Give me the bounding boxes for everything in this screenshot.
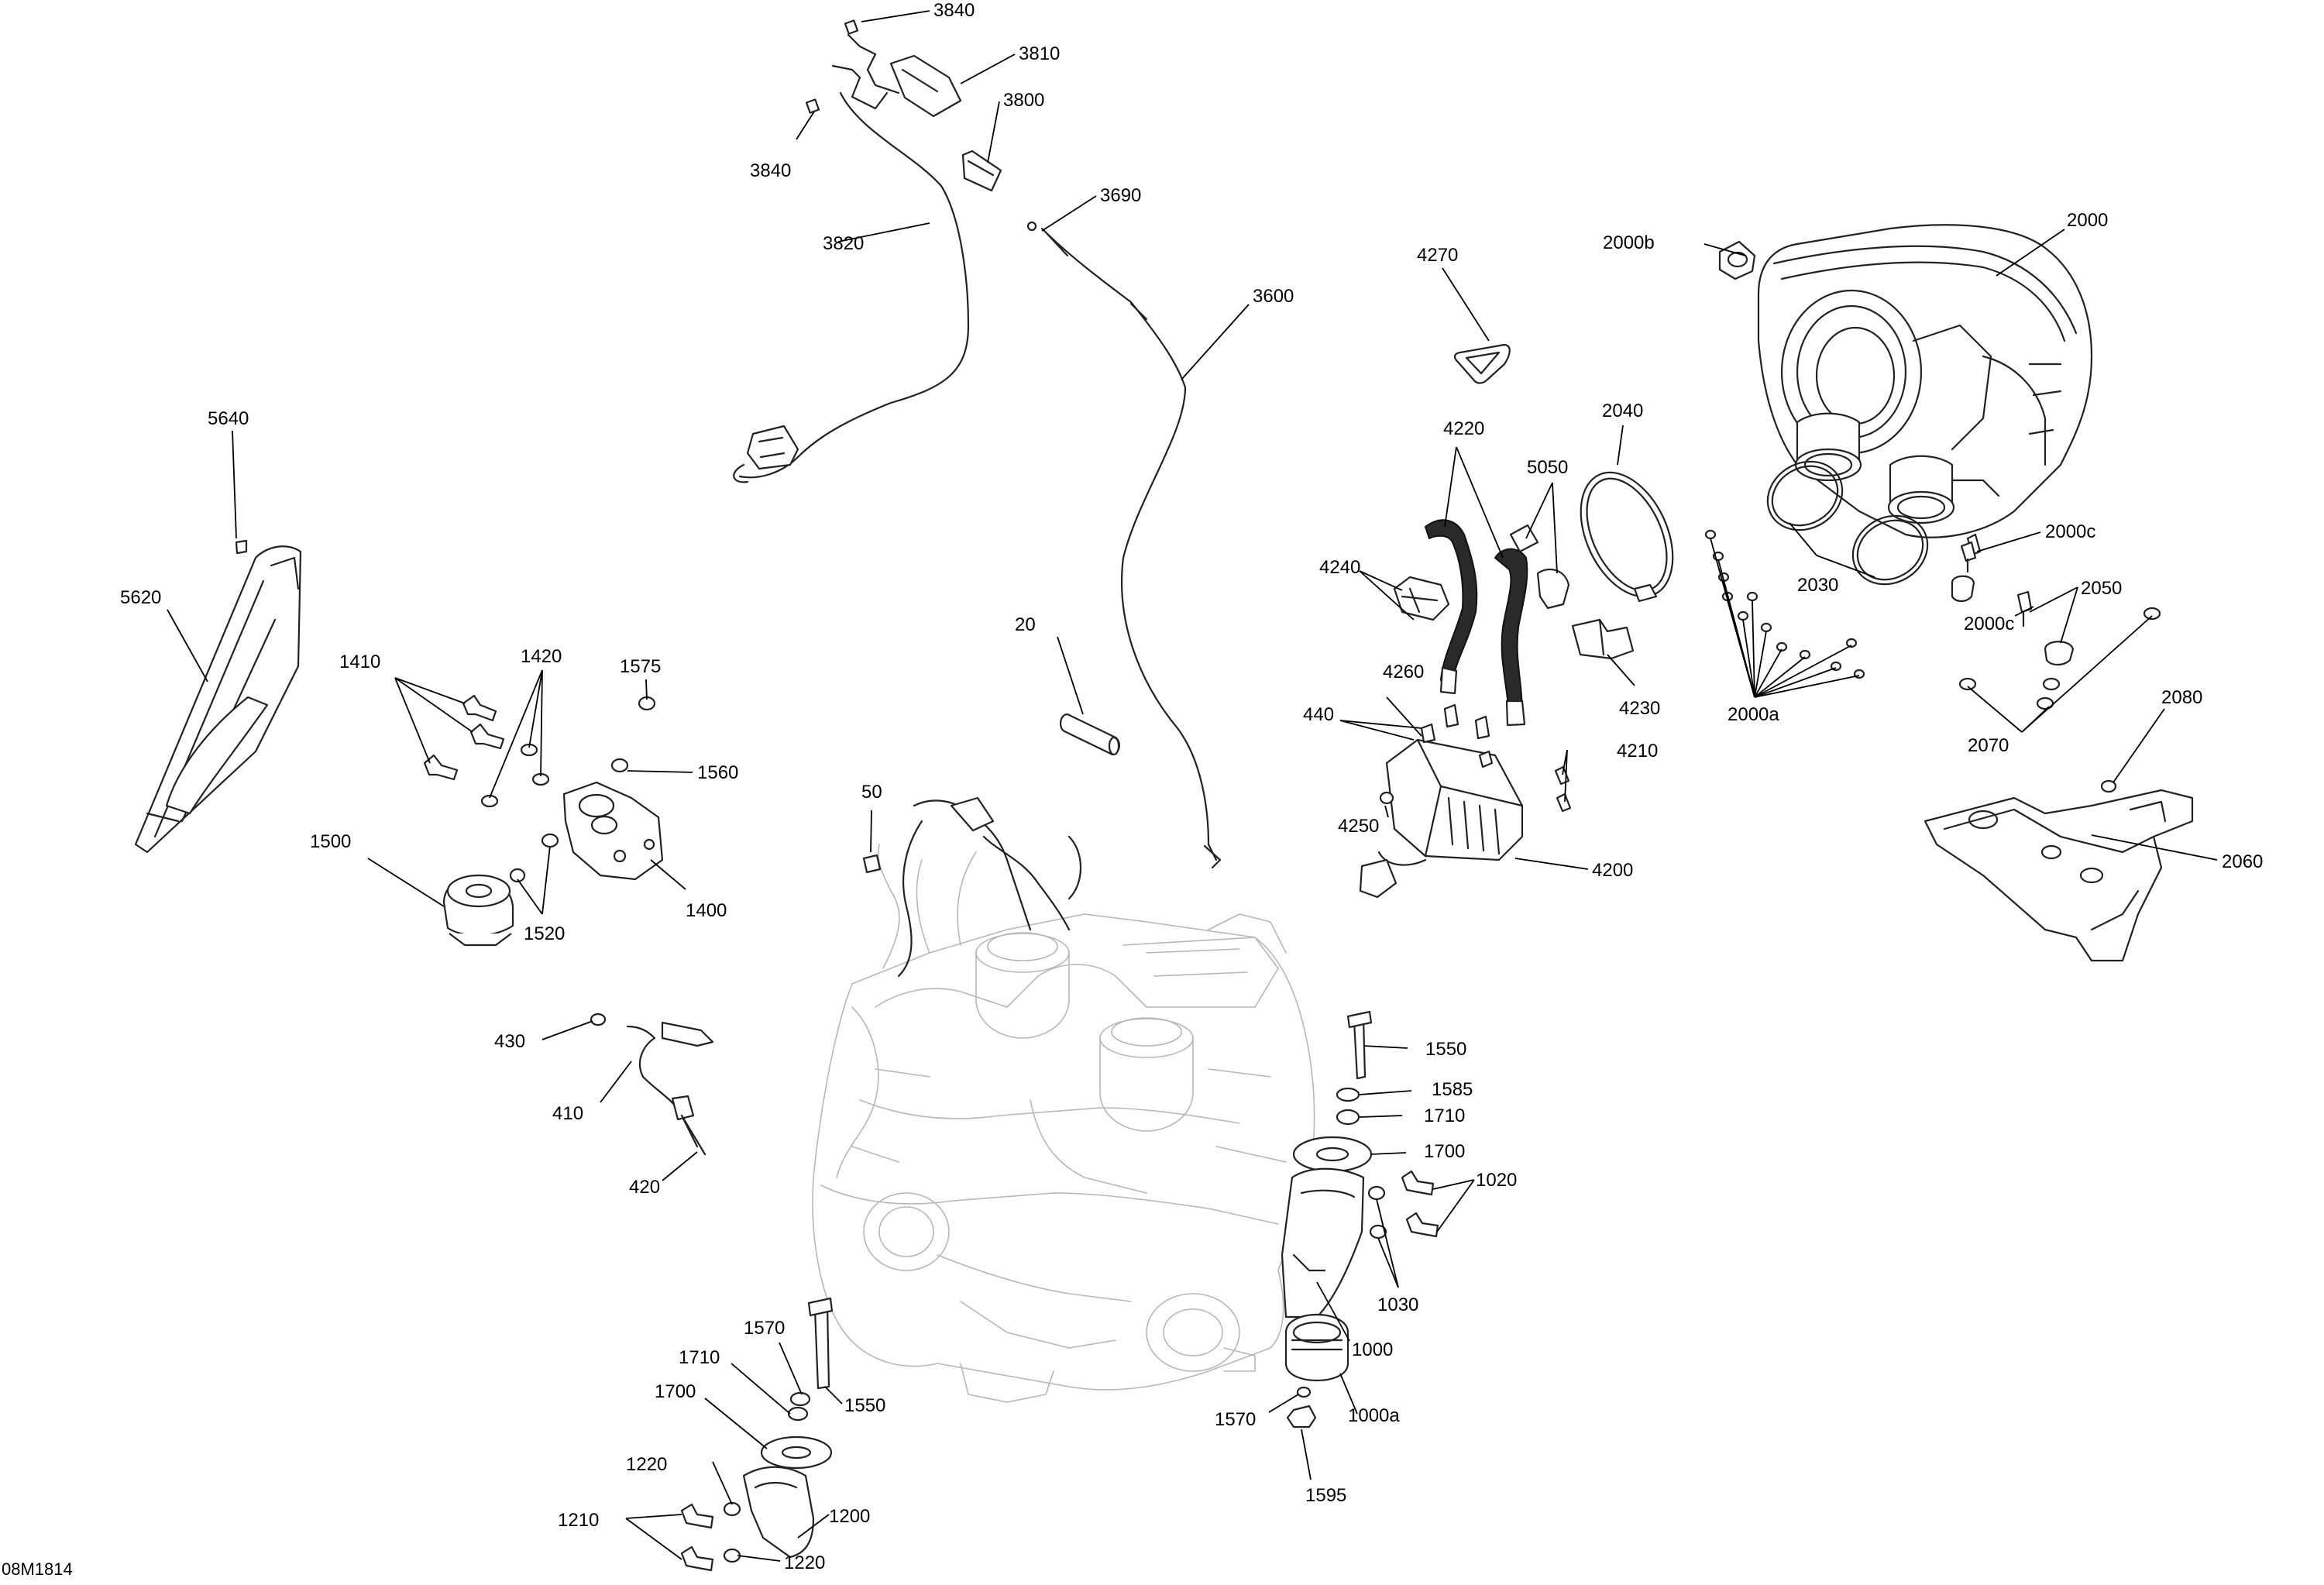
callout-1570-right: 1570: [1215, 1409, 1256, 1430]
part-mounting-bracket: [1923, 779, 2194, 962]
part-airbox: [1718, 224, 2093, 556]
callout-1700-left: 1700: [655, 1381, 696, 1402]
callout-1420: 1420: [521, 646, 562, 667]
callout-4240: 4240: [1319, 557, 1360, 578]
callout-1220-upper: 1220: [626, 1454, 667, 1475]
callout-2070: 2070: [1968, 735, 2009, 756]
callout-3810: 3810: [1019, 43, 1060, 64]
part-sleeve: [1060, 713, 1120, 756]
callout-4270: 4270: [1417, 245, 1458, 266]
callout-1570-left: 1570: [744, 1318, 785, 1339]
part-engine-mount-right: [1281, 1010, 1439, 1429]
part-ignition-leads: [1393, 519, 1570, 727]
callout-3800: 3800: [1003, 90, 1044, 111]
callout-440: 440: [1303, 704, 1334, 725]
callout-1000a: 1000a: [1348, 1405, 1400, 1426]
callout-20: 20: [1015, 614, 1036, 635]
part-fastener-set: [1704, 529, 1865, 679]
part-harness-top: [733, 19, 1002, 483]
callout-4210: 4210: [1617, 741, 1658, 762]
callout-1560: 1560: [697, 762, 738, 783]
callout-1520: 1520: [524, 923, 565, 944]
callout-420: 420: [629, 1177, 660, 1198]
callout-3820: 3820: [823, 233, 864, 254]
callout-4200: 4200: [1592, 860, 1633, 881]
document-code: 08M1814: [2, 1559, 73, 1579]
callout-1200: 1200: [829, 1506, 870, 1527]
callout-1210: 1210: [558, 1510, 599, 1531]
part-sensors-grommets: [1951, 541, 2161, 710]
callout-1585: 1585: [1432, 1079, 1473, 1100]
callout-1030: 1030: [1377, 1294, 1418, 1315]
part-ignition-coil: [1359, 703, 1572, 899]
part-engine-mount-left: [423, 694, 664, 947]
callout-1575: 1575: [620, 656, 661, 677]
callout-4260: 4260: [1383, 662, 1424, 682]
callout-1595: 1595: [1305, 1485, 1346, 1506]
part-hose-clamps: [1766, 460, 1929, 586]
callout-5620: 5620: [120, 587, 161, 608]
part-throttle-cable: [1026, 221, 1222, 869]
part-triangle-clip: [1453, 343, 1511, 384]
callout-3840-lower: 3840: [750, 160, 791, 181]
callout-1220-lower: 1220: [784, 1552, 825, 1573]
part-engine-mount-bottom: [680, 1297, 834, 1572]
callout-3840-top: 3840: [933, 0, 975, 21]
leader-lines: [167, 10, 2218, 1562]
callout-2080: 2080: [2161, 687, 2202, 708]
part-clip-plate: [1571, 618, 1635, 660]
callout-2060: 2060: [2222, 851, 2263, 872]
callout-1400: 1400: [686, 900, 727, 921]
callout-4220: 4220: [1443, 418, 1484, 439]
callout-1550-left: 1550: [844, 1395, 885, 1416]
callout-2000: 2000: [2067, 210, 2108, 231]
callout-1500: 1500: [310, 831, 351, 852]
engine-assembly: [812, 844, 1315, 1403]
callout-2000c-upper: 2000c: [2045, 521, 2095, 542]
callout-1410: 1410: [339, 652, 380, 672]
callout-2000c-lower: 2000c: [1964, 614, 2014, 634]
callout-2050: 2050: [2081, 578, 2122, 599]
callout-430: 430: [494, 1031, 525, 1052]
callout-1700-right: 1700: [1424, 1141, 1465, 1162]
callout-5050: 5050: [1527, 457, 1568, 478]
callout-4230: 4230: [1619, 698, 1660, 719]
callout-1550-right: 1550: [1425, 1039, 1466, 1060]
part-clamp: [1580, 471, 1674, 603]
part-guard: [134, 539, 302, 854]
callout-50: 50: [861, 782, 882, 803]
callout-3600: 3600: [1253, 286, 1294, 307]
callout-3690: 3690: [1100, 185, 1141, 206]
callout-2000a: 2000a: [1728, 704, 1779, 725]
callout-410: 410: [552, 1103, 583, 1124]
callout-1710-right: 1710: [1424, 1105, 1465, 1126]
callout-2030: 2030: [1797, 575, 1838, 596]
callout-4250: 4250: [1338, 816, 1379, 837]
callout-1710-left: 1710: [679, 1347, 720, 1368]
callout-labels: 3840 3810 3800 3840 3820 3690 3600 2000 …: [120, 0, 2263, 1573]
part-sensor: [590, 1013, 714, 1156]
callout-1000: 1000: [1352, 1339, 1393, 1360]
callout-2000b: 2000b: [1603, 232, 1655, 253]
part-engine-harness: [862, 796, 1082, 978]
callout-2040: 2040: [1602, 401, 1643, 421]
callout-1020: 1020: [1476, 1170, 1517, 1191]
callout-5640: 5640: [208, 408, 249, 429]
